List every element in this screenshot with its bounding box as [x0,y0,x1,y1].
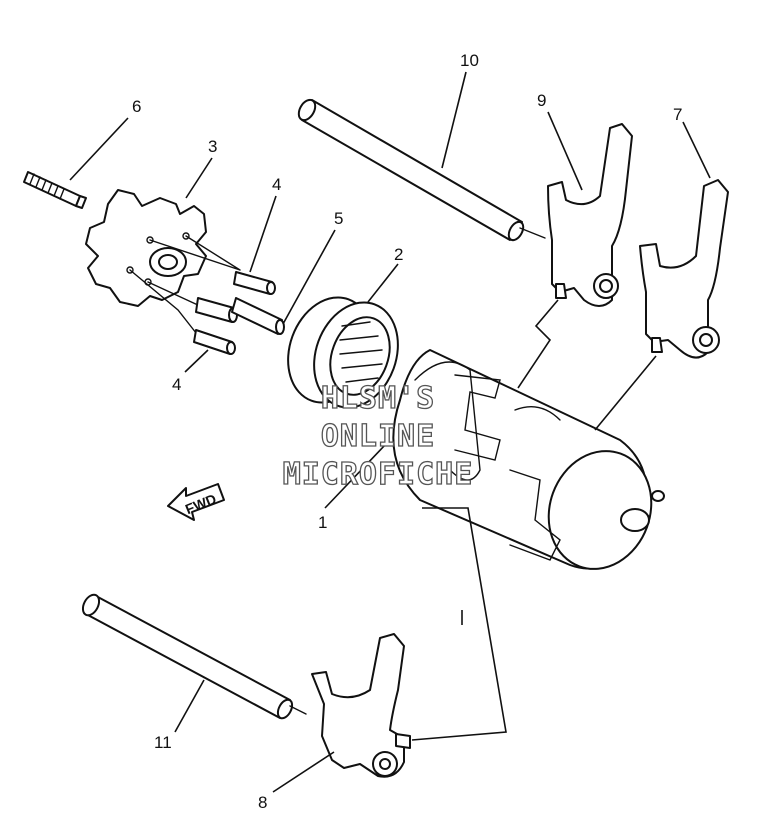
callout-7: 7 [673,105,682,124]
shift-fork-7 [639,179,729,359]
callout-9: 9 [537,91,546,110]
watermark-line-2: ONLINE [321,419,435,454]
shift-fork-8 [311,633,411,778]
shift-fork-shaft-upper [297,98,546,242]
forward-direction-arrow: FWD [167,483,225,521]
pins [129,235,285,355]
callout-3: 3 [208,137,217,156]
watermark-line-3: MICROFICHE [283,457,474,492]
watermark: HLSM'S ONLINE MICROFICHE [282,380,474,492]
watermark-line-1: HLSM'S [321,381,435,416]
shift-fork-9 [547,123,633,307]
callout-11: 11 [154,733,172,752]
callout-8: 8 [258,793,267,812]
callout-1: 1 [318,513,327,532]
shift-drum [392,349,665,570]
bolt [23,171,87,209]
leader-lines [69,71,711,793]
callout-10: 10 [460,51,479,70]
callout-6: 6 [132,97,141,116]
callout-2: 2 [394,245,403,264]
callout-4-lower: 4 [172,375,181,394]
callout-5: 5 [334,209,343,228]
callout-4-upper: 4 [272,175,281,194]
bearing [287,296,399,409]
shift-drum-segment [85,189,207,307]
callout-numbers: 10 9 7 6 3 4 5 2 4 1 11 8 [132,51,682,812]
shift-fork-shaft-lower [81,593,307,720]
